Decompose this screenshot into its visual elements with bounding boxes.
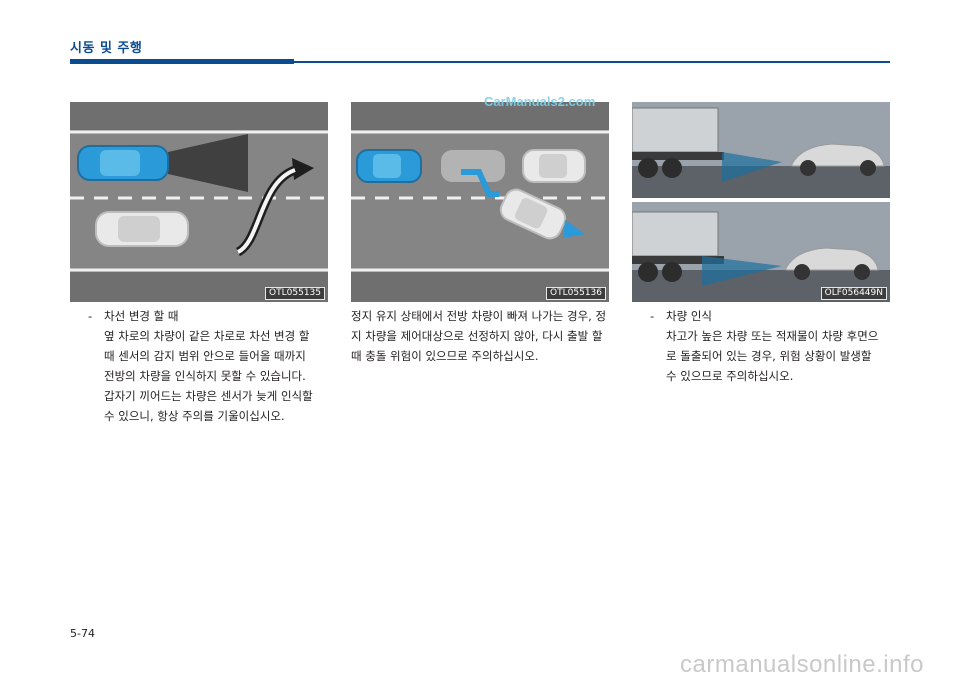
- header-rule-thick: [70, 59, 294, 64]
- lead-vehicle-illustration: [351, 102, 609, 302]
- header-rule-thin: [294, 61, 890, 63]
- text-line: 때 센서의 감지 범위 안으로 들어올 때까지: [104, 349, 306, 363]
- figure-code: OTL055135: [265, 287, 325, 300]
- left-text-block: - 차선 변경 할 때 옆 차로의 차량이 같은 차로로 차선 변경 할 때 센…: [88, 306, 338, 426]
- bullet-dash: -: [650, 309, 655, 323]
- text-line: 옆 차로의 차량이 같은 차로로 차선 변경 할: [104, 329, 310, 343]
- bullet-heading: 차량 인식: [666, 309, 712, 323]
- figure-code: OLF056449N: [820, 287, 887, 300]
- footer-band: [0, 653, 960, 685]
- figure-lead-vehicle-leaving: OTL055136: [351, 102, 609, 302]
- figure-lane-change: OTL055135: [70, 102, 328, 302]
- right-text-block: - 차량 인식 차고가 높은 차량 또는 적재물이 차량 후면으 로 돌출되어 …: [650, 306, 900, 386]
- section-title: 시동 및 주행: [70, 41, 143, 56]
- text-line: 수 있으니, 항상 주의를 기울이십시오.: [104, 409, 285, 423]
- bullet-item: - 차선 변경 할 때: [88, 306, 338, 326]
- text-line: 차고가 높은 차량 또는 적재물이 차량 후면으: [666, 329, 879, 343]
- lane-change-illustration: [70, 102, 328, 302]
- high-vehicle-illustration: [632, 102, 890, 302]
- watermark-top: CarManuals2.com: [484, 94, 596, 109]
- text-line: 로 돌출되어 있는 경우, 위험 상황이 발생할: [666, 349, 872, 363]
- page-number: 5-74: [70, 627, 95, 640]
- text-line: 지 차량을 제어대상으로 선정하지 않아, 다시 출발 할: [351, 329, 603, 343]
- text-line: 갑자기 끼어드는 차량은 센서가 늦게 인식할: [104, 389, 313, 403]
- bullet-heading: 차선 변경 할 때: [104, 309, 179, 323]
- figure-high-vehicle: OLF056449N: [632, 102, 890, 302]
- figure-code: OTL055136: [546, 287, 606, 300]
- bullet-item: - 차량 인식: [650, 306, 900, 326]
- text-line: 정지 유지 상태에서 전방 차량이 빠져 나가는 경우, 정: [351, 309, 607, 323]
- bullet-dash: -: [88, 309, 93, 323]
- watermark-bottom: carmanualsonline.info: [680, 651, 924, 678]
- text-line: 때 충돌 위험이 있으므로 주의하십시오.: [351, 349, 539, 363]
- middle-text-block: 정지 유지 상태에서 전방 차량이 빠져 나가는 경우, 정 지 차량을 제어대…: [351, 306, 619, 366]
- text-line: 수 있으므로 주의하십시오.: [666, 369, 794, 383]
- text-line: 전방의 차량을 인식하지 못할 수 있습니다.: [104, 369, 306, 383]
